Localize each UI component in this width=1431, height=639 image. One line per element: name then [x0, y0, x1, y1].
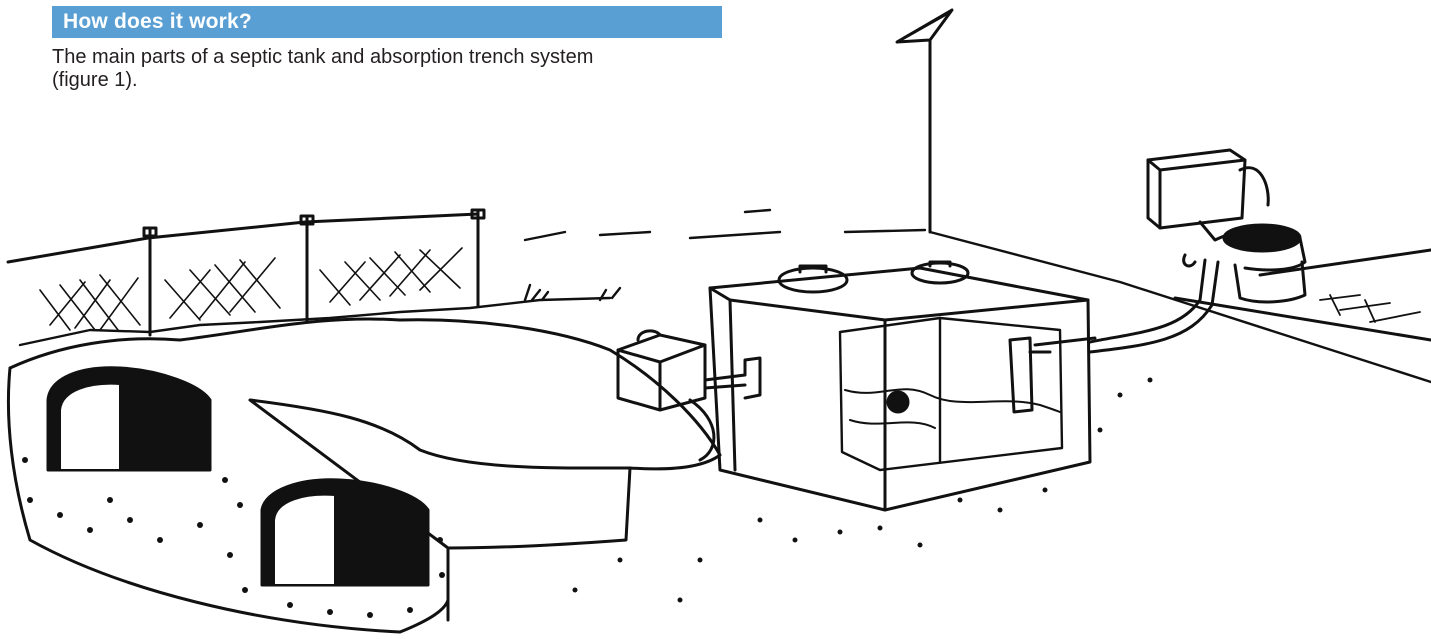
toilet-icon: [1146, 148, 1307, 304]
house-slab-icon: [1173, 248, 1431, 342]
ground-lines: [18, 208, 1431, 384]
intro-paragraph: The main parts of a septic tank and abso…: [52, 46, 594, 91]
distribution-box-icon: [616, 329, 762, 462]
section-heading-bar: How does it work?: [52, 6, 722, 38]
tv-antenna-icon: [895, 8, 954, 234]
soil-specks: [572, 377, 1153, 603]
fence-icon: [6, 208, 486, 337]
absorption-trench-icon: [6, 317, 722, 634]
septic-tank-icon: [708, 260, 1097, 512]
section-heading: How does it work?: [63, 10, 252, 33]
inlet-pipe: [1088, 258, 1220, 354]
